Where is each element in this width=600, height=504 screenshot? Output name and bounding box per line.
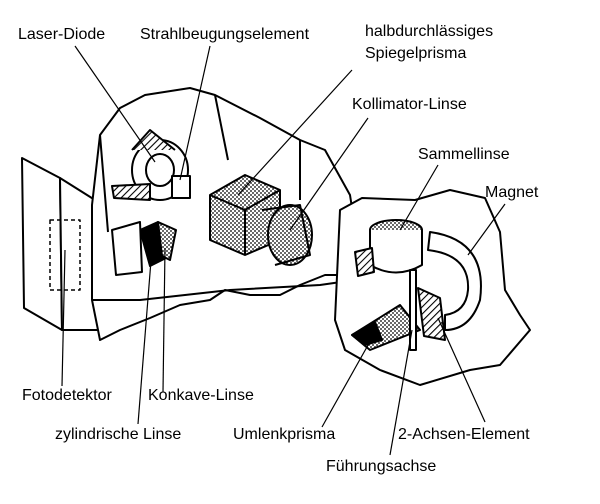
label-laser-diode: Laser-Diode (18, 26, 106, 43)
label-cylindrical-lens: zylindrische Linse (55, 426, 182, 443)
magnet (427, 231, 482, 331)
label-photodetector: Fotodetektor (22, 387, 112, 404)
label-collimator: Kollimator-Linse (352, 96, 467, 113)
diffraction-element-part (171, 175, 191, 199)
housing-base (92, 279, 356, 301)
housing-edge (99, 94, 301, 233)
photodetector-element (49, 219, 81, 291)
leader-photodetector (61, 249, 66, 387)
leader-collimator (289, 117, 369, 231)
leader-umlenk (321, 337, 373, 428)
laser-diode-cap (145, 153, 175, 187)
two-axis-element (417, 287, 446, 341)
label-condenser: Sammellinse (418, 146, 510, 163)
label-diffraction-element: Strahlbeugungselement (140, 26, 310, 43)
leader-cylindrical (137, 247, 153, 425)
leader-diffraction (179, 45, 211, 181)
label-guide-axis: Führungsachse (326, 458, 437, 475)
prism-edges (209, 189, 281, 255)
label-prism-line1: halbdurchlässiges (365, 23, 494, 40)
label-prism-line2: Spiegelprisma (365, 45, 467, 62)
concave-lens (157, 221, 177, 261)
leader-concave (162, 247, 166, 393)
collimator-lens (267, 204, 313, 266)
lens-holder (111, 221, 143, 276)
label-deflection-prism: Umlenkprisma (233, 426, 336, 443)
diffraction-element-hatch (111, 183, 151, 201)
label-magnet: Magnet (485, 184, 539, 201)
leader-prism (237, 69, 353, 196)
leader-fuehrung (389, 329, 413, 456)
leader-laser-diode (74, 45, 156, 163)
leader-lines (61, 45, 506, 456)
leader-condenser (399, 164, 439, 231)
actuator-housing (334, 189, 531, 386)
deflection-prism-dark (351, 321, 383, 346)
leader-magnet (467, 203, 506, 256)
detector-housing (21, 157, 63, 331)
leader-2-achsen (437, 317, 486, 423)
condenser-lens-body (369, 230, 423, 274)
label-concave-lens: Konkave-Linse (148, 387, 254, 404)
condenser-lens-section (354, 247, 375, 277)
label-two-axis-element: 2-Achsen-Element (398, 426, 530, 443)
collimator-mount (261, 204, 311, 266)
